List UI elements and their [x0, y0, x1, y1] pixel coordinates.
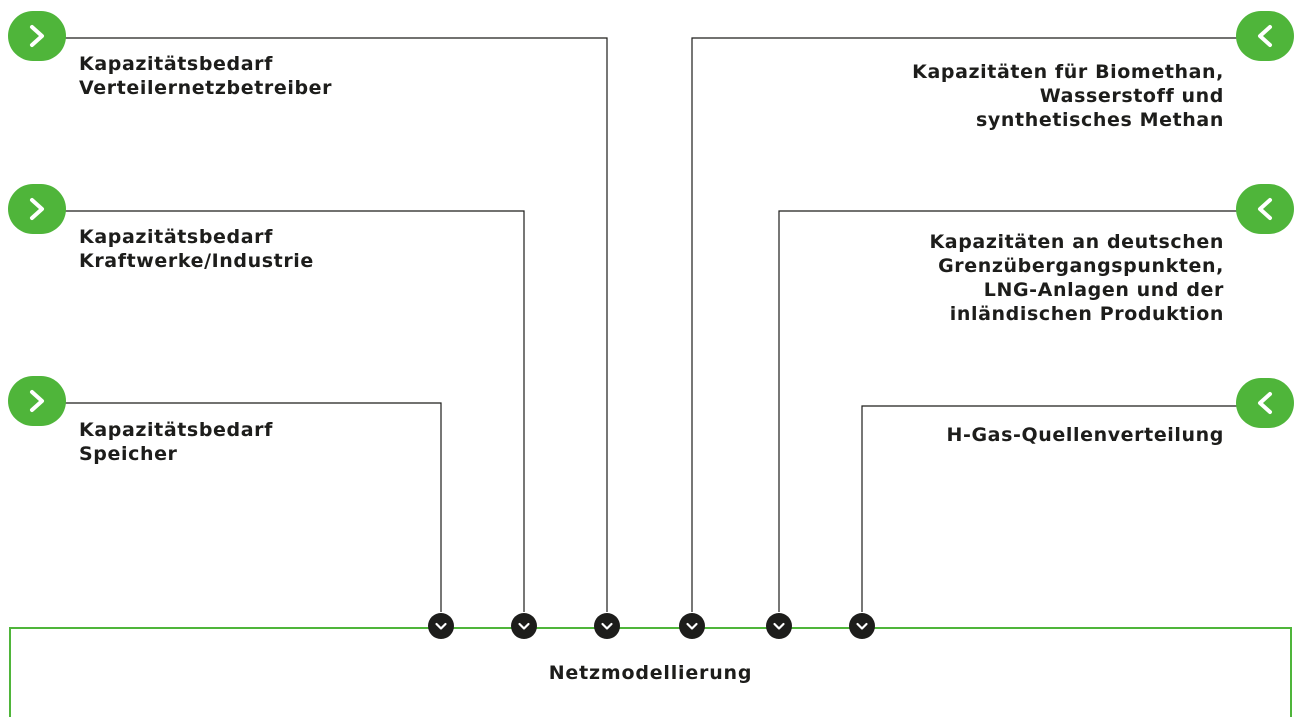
chevron-right-icon [30, 25, 44, 47]
connector-line-grenz [778, 210, 1244, 612]
merge-node-biomethan [679, 613, 705, 639]
result-box: Netzmodellierung [9, 627, 1292, 717]
result-title: Netzmodellierung [548, 662, 753, 684]
chevron-left-icon [1258, 198, 1272, 220]
merge-node-hgas [849, 613, 875, 639]
input-label-grenz: Kapazitäten an deutschen Grenzübergangsp… [929, 231, 1224, 325]
chevron-right-icon [30, 390, 44, 412]
input-badge-grenz [1236, 184, 1294, 234]
connector-line-kraftwerke [58, 210, 525, 612]
merge-node-grenz [766, 613, 792, 639]
input-badge-vnb [8, 11, 66, 61]
input-badge-hgas [1236, 378, 1294, 428]
chevron-left-icon [1258, 392, 1272, 414]
chevron-down-icon [686, 622, 698, 630]
chevron-down-icon [435, 622, 447, 630]
merge-node-vnb [594, 613, 620, 639]
input-label-hgas: H-Gas-Quellenverteilung [946, 424, 1224, 446]
input-label-vnb: Kapazitätsbedarf Verteilernetzbetreiber [79, 53, 333, 99]
merge-node-kraftwerke [511, 613, 537, 639]
connector-line-biomethan [691, 37, 1244, 612]
input-label-kraftwerke: Kapazitätsbedarf Kraftwerke/Industrie [79, 226, 314, 272]
chevron-down-icon [601, 622, 613, 630]
connector-line-speicher [58, 402, 442, 612]
connector-line-vnb [58, 37, 608, 612]
chevron-down-icon [773, 622, 785, 630]
merge-node-speicher [428, 613, 454, 639]
input-label-speicher: Kapazitätsbedarf Speicher [79, 419, 273, 465]
input-badge-kraftwerke [8, 184, 66, 234]
chevron-down-icon [518, 622, 530, 630]
input-label-biomethan: Kapazitäten für Biomethan, Wasserstoff u… [912, 61, 1224, 131]
input-badge-speicher [8, 376, 66, 426]
connector-line-hgas [861, 405, 1244, 612]
chevron-right-icon [30, 198, 44, 220]
input-badge-biomethan [1236, 11, 1294, 61]
chevron-left-icon [1258, 25, 1272, 47]
chevron-down-icon [856, 622, 868, 630]
